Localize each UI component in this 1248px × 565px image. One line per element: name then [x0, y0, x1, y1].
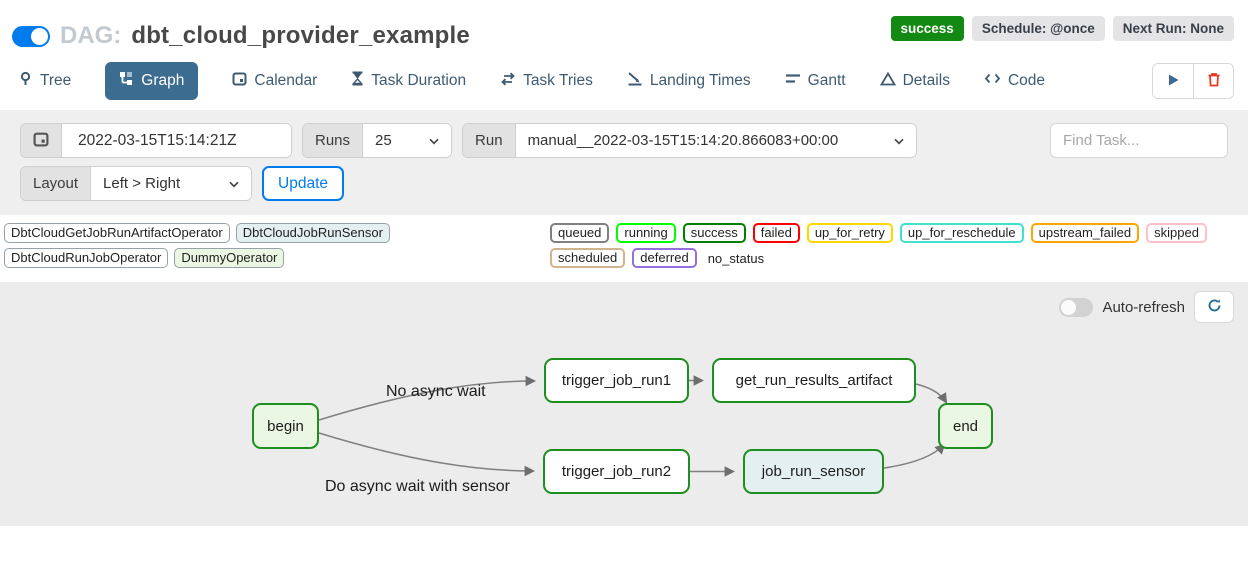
next-run-badge: Next Run: None: [1112, 16, 1234, 41]
status-legend-chip: skipped: [1146, 223, 1207, 243]
update-button[interactable]: Update: [262, 166, 345, 201]
run-group: Run manual__2022-03-15T15:14:20.866083+0…: [462, 123, 917, 158]
page-title: dbt_cloud_provider_example: [131, 22, 470, 49]
layout-select[interactable]: Left > Right: [91, 167, 252, 200]
base-date-group: [20, 123, 292, 158]
status-legend-chip: scheduled: [550, 248, 626, 268]
status-legend-chip: running: [616, 223, 676, 243]
graph-node-begin[interactable]: begin: [252, 403, 319, 449]
status-legend-chip: failed: [752, 223, 800, 243]
graph-node-job_run_sensor[interactable]: job_run_sensor: [743, 449, 884, 494]
task-tries-icon: [500, 72, 516, 91]
run-label: Run: [463, 124, 516, 157]
tab-label: Task Tries: [523, 72, 593, 89]
chevron-down-icon: [429, 132, 439, 149]
status-legend-chip: up_for_reschedule: [899, 223, 1024, 243]
edge-label: Do async wait with sensor: [325, 478, 510, 495]
tab-gantt[interactable]: Gantt: [785, 72, 846, 90]
graph-node-trigger_job_run1[interactable]: trigger_job_run1: [544, 358, 689, 403]
edge-label: No async wait: [386, 383, 486, 400]
delete-dag-button[interactable]: [1193, 64, 1233, 98]
tab-calendar[interactable]: Calendar: [232, 71, 317, 91]
calendar-icon: [33, 131, 49, 151]
status-legend-chip: success: [682, 223, 746, 243]
landing-times-icon: [627, 71, 643, 91]
auto-refresh-label: Auto-refresh: [1102, 298, 1185, 316]
tab-code[interactable]: Code: [984, 72, 1045, 90]
dag-pause-toggle[interactable]: [12, 25, 50, 47]
status-legend-chip: upstream_failed: [1030, 223, 1140, 243]
tab-label: Task Duration: [371, 72, 467, 89]
header: DAG: dbt_cloud_provider_example success …: [0, 0, 1248, 56]
tab-label: Graph: [141, 72, 185, 89]
calendar-icon: [232, 71, 247, 91]
status-legend-chip: up_for_retry: [806, 223, 893, 243]
gantt-icon: [785, 72, 801, 90]
runs-group: Runs 25: [302, 123, 453, 158]
chevron-down-icon: [229, 175, 239, 192]
tab-tree[interactable]: Tree: [18, 71, 71, 91]
runs-label: Runs: [303, 124, 364, 157]
dag-graph-panel: begin trigger_job_run1 get_run_results_art…: [0, 282, 1248, 526]
graph-icon: [119, 71, 134, 91]
filter-bar: Runs 25 Run manual__2022-03-15T15:14:20.…: [0, 110, 1248, 215]
dag-actions-group: [1152, 63, 1234, 99]
tab-label: Landing Times: [649, 72, 751, 89]
status-badge: success: [890, 16, 964, 41]
tab-label: Gantt: [807, 72, 846, 89]
status-legend-chip: queued: [550, 223, 610, 243]
layout-selected-value: Left > Right: [103, 175, 181, 192]
status-legend-chip: deferred: [632, 248, 697, 268]
find-task-input[interactable]: [1050, 123, 1228, 158]
auto-refresh-toggle[interactable]: [1059, 297, 1094, 317]
calendar-picker-button[interactable]: [21, 124, 62, 157]
play-icon: [1167, 73, 1180, 90]
layout-group: Layout Left > Right: [20, 166, 253, 201]
refresh-button[interactable]: [1194, 291, 1234, 323]
runs-select[interactable]: 25: [363, 124, 452, 157]
code-icon: [984, 72, 1001, 90]
graph-node-trigger_job_run2[interactable]: trigger_job_run2: [543, 449, 690, 494]
operator-legend-chip: DummyOperator: [174, 248, 285, 268]
tree-icon: [18, 71, 33, 91]
status-legend: queued running success failed up_for_retry up…: [550, 223, 1244, 268]
runs-selected-value: 25: [375, 132, 392, 149]
chevron-down-icon: [893, 132, 904, 149]
tab-details[interactable]: Details: [879, 71, 950, 91]
tab-label: Tree: [40, 72, 72, 89]
tab-label: Calendar: [254, 72, 318, 89]
operator-legend-chip: DbtCloudRunJobOperator: [4, 248, 169, 268]
operator-legend-chip: DbtCloudGetJobRunArtifactOperator: [4, 223, 230, 243]
tab-landing-times[interactable]: Landing Times: [627, 71, 751, 91]
operator-legend-chip: DbtCloudJobRunSensor: [235, 223, 390, 243]
tab-label: Code: [1007, 72, 1046, 89]
details-icon: [879, 71, 896, 91]
tab-label: Details: [902, 72, 950, 89]
task-duration-icon: [351, 71, 364, 91]
toggle-knob: [31, 27, 48, 45]
trash-icon: [1207, 72, 1221, 90]
refresh-icon: [1207, 298, 1222, 316]
tab-graph[interactable]: Graph: [105, 62, 199, 100]
status-legend-chip: no_status: [707, 250, 765, 266]
layout-label: Layout: [21, 167, 92, 200]
schedule-badge: Schedule: @once: [971, 16, 1105, 41]
graph-node-end[interactable]: end: [938, 403, 993, 449]
base-date-input[interactable]: [74, 131, 279, 150]
tab-task-tries[interactable]: Task Tries: [500, 72, 593, 91]
run-select[interactable]: manual__2022-03-15T15:14:20.866083+00:00: [515, 124, 916, 157]
trigger-dag-button[interactable]: [1153, 64, 1193, 98]
graph-node-get_run_results_artifact[interactable]: get_run_results_artifact: [712, 358, 916, 403]
dag-prefix-label: DAG:: [60, 22, 122, 49]
tab-task-duration[interactable]: Task Duration: [351, 71, 466, 91]
run-selected-value: manual__2022-03-15T15:14:20.866083+00:00: [527, 132, 839, 149]
refresh-controls: Auto-refresh: [1059, 291, 1234, 323]
toggle-knob: [1061, 299, 1077, 315]
tab-bar: Tree Graph Calendar Task Duration Task T…: [0, 56, 1248, 110]
